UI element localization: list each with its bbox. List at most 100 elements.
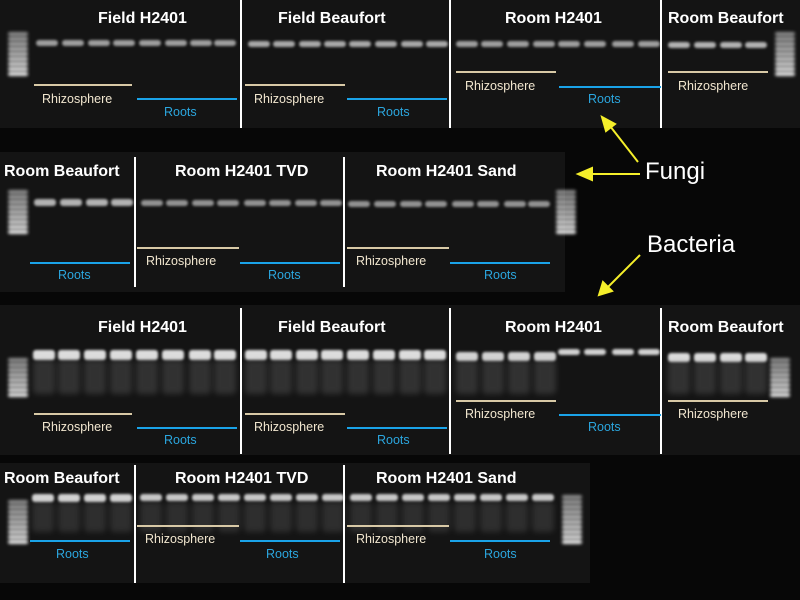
- gel-band: [111, 199, 133, 206]
- gel-smear: [347, 360, 369, 394]
- gel-band: [348, 201, 370, 207]
- group-title-room-beaufort: Room Beaufort: [4, 470, 120, 487]
- gel-band: [534, 352, 556, 361]
- ladder-band: [8, 32, 28, 36]
- gel-band: [84, 494, 106, 502]
- gel-smear: [399, 360, 421, 394]
- rhizosphere-line: [34, 84, 132, 86]
- gel-band: [166, 200, 188, 206]
- ladder-lane: [8, 32, 28, 77]
- gel-smear: [424, 360, 446, 394]
- gel-band: [58, 494, 80, 502]
- rhizosphere-line: [245, 84, 345, 86]
- ladder-band: [8, 358, 28, 362]
- ladder-band: [770, 368, 790, 372]
- gel-smear: [456, 360, 478, 394]
- group-title-room-h2401-sand: Room H2401 Sand: [376, 163, 517, 180]
- group-title-room-h2401-tvd: Room H2401 TVD: [175, 470, 309, 487]
- gel-band: [350, 494, 372, 501]
- ladder-band: [556, 190, 576, 194]
- gel-band: [477, 201, 499, 207]
- roots-label: Roots: [164, 433, 197, 447]
- group-title-room-beaufort: Room Beaufort: [668, 10, 784, 27]
- ladder-band: [8, 363, 28, 367]
- gel-smear: [350, 502, 372, 532]
- gel-smear: [296, 360, 318, 394]
- gel-band: [507, 41, 529, 47]
- gel-band: [214, 350, 236, 360]
- arrow-fungi-up: [609, 125, 639, 163]
- gel-band: [190, 40, 212, 46]
- rhizosphere-label: Rhizosphere: [678, 79, 749, 93]
- gel-smear: [32, 502, 54, 532]
- roots-label: Roots: [164, 105, 197, 119]
- gel-smear: [162, 360, 184, 394]
- ladder-band: [8, 205, 28, 209]
- gel-smear: [192, 502, 214, 532]
- gel-band: [84, 350, 106, 360]
- rhizosphere-label: Rhizosphere: [42, 420, 113, 434]
- rhizosphere-label: Rhizosphere: [254, 420, 325, 434]
- ladder-lane: [556, 190, 576, 235]
- gel-band: [532, 494, 554, 501]
- gel-band: [141, 200, 163, 206]
- gel-band: [273, 41, 295, 47]
- ladder-band: [8, 525, 28, 529]
- gel-band: [400, 201, 422, 207]
- ladder-band: [8, 510, 28, 514]
- rhizosphere-line: [347, 525, 449, 527]
- gel-panel-bacteria-1: [0, 305, 800, 455]
- gel-band: [189, 350, 211, 360]
- gel-smear: [720, 360, 742, 394]
- roots-label: Roots: [377, 433, 410, 447]
- roots-line: [30, 262, 130, 264]
- gel-smear: [454, 502, 476, 532]
- gel-band: [533, 41, 555, 47]
- roots-line: [559, 86, 661, 88]
- gel-band: [694, 42, 716, 48]
- gel-smear: [245, 360, 267, 394]
- gel-band: [508, 352, 530, 361]
- roots-line: [240, 540, 340, 542]
- gel-smear: [322, 502, 344, 532]
- bacteria-annotation: Bacteria: [647, 231, 736, 258]
- gel-band: [58, 350, 80, 360]
- rhizosphere-label: Rhizosphere: [465, 79, 536, 93]
- roots-line: [137, 98, 237, 100]
- rhizosphere-label: Rhizosphere: [678, 407, 749, 421]
- gel-band: [32, 494, 54, 502]
- ladder-band: [562, 530, 582, 534]
- gel-smear: [58, 360, 80, 394]
- gel-band: [668, 353, 690, 362]
- rhizosphere-label: Rhizosphere: [356, 532, 427, 546]
- group-title-room-h2401-sand: Room H2401 Sand: [376, 470, 517, 487]
- ladder-band: [562, 495, 582, 499]
- roots-line: [30, 540, 130, 542]
- ladder-band: [8, 47, 28, 51]
- ladder-band: [8, 515, 28, 519]
- gel-band: [136, 350, 158, 360]
- ladder-band: [8, 535, 28, 539]
- group-title-room-h2401: Room H2401: [505, 319, 602, 336]
- group-title-field-beaufort: Field Beaufort: [278, 319, 386, 336]
- ladder-lane: [770, 358, 790, 398]
- divider: [449, 0, 451, 128]
- rhizosphere-line: [456, 71, 556, 73]
- gel-band: [558, 349, 580, 355]
- gel-band: [299, 41, 321, 47]
- roots-line: [137, 427, 237, 429]
- ladder-band: [562, 525, 582, 529]
- gel-smear: [668, 360, 690, 394]
- group-title-field-h2401: Field H2401: [98, 319, 187, 336]
- ladder-band: [8, 373, 28, 377]
- gel-band: [166, 494, 188, 501]
- ladder-band: [770, 388, 790, 392]
- gel-band: [480, 494, 502, 501]
- rhizosphere-line: [34, 413, 132, 415]
- ladder-band: [562, 540, 582, 544]
- roots-line: [347, 427, 447, 429]
- ladder-band: [8, 388, 28, 392]
- ladder-band: [562, 500, 582, 504]
- gel-band: [745, 353, 767, 362]
- gel-band: [113, 40, 135, 46]
